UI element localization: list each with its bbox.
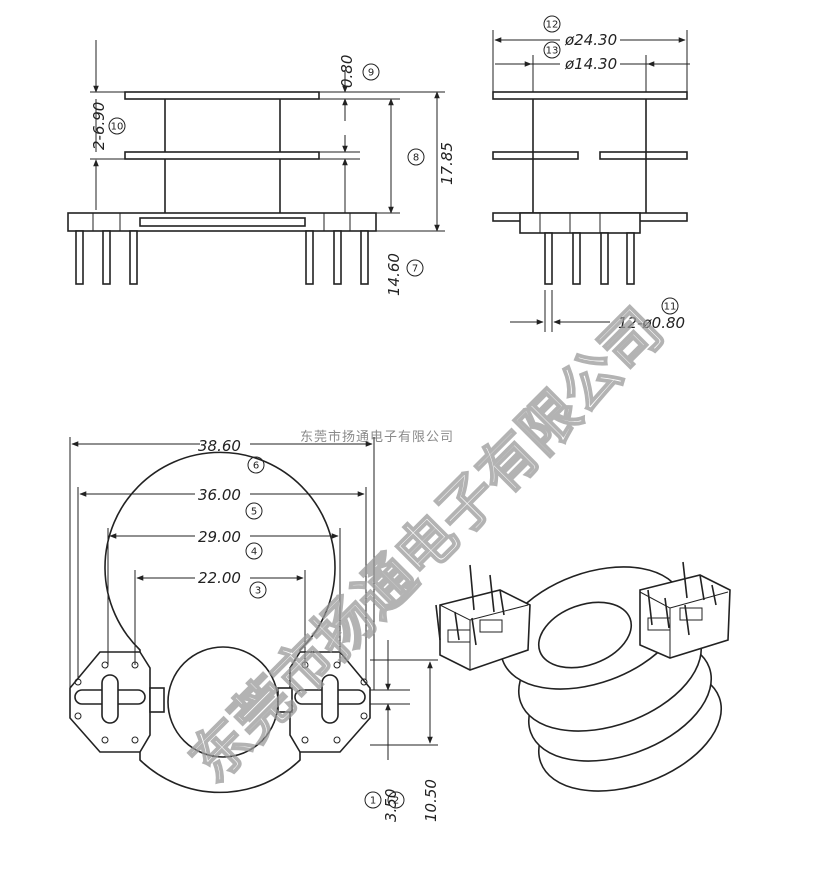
callout-7: 7 bbox=[412, 264, 418, 275]
callout-3: 3 bbox=[255, 586, 261, 597]
top-flange bbox=[124, 91, 320, 100]
dim-3-50: 3.50 bbox=[382, 789, 400, 822]
front-view bbox=[67, 40, 445, 285]
dim-38-60: 38.60 bbox=[198, 437, 241, 455]
isometric-view bbox=[435, 561, 731, 792]
dim-10-50: 10.50 bbox=[422, 779, 440, 822]
dim-12-dia-0-80: 12-ø0.80 bbox=[618, 314, 685, 332]
dim-dia-14-30: ø14.30 bbox=[564, 55, 617, 73]
dim-36-00: 36.00 bbox=[198, 486, 241, 504]
callout-13: 13 bbox=[546, 46, 559, 57]
side-view bbox=[492, 30, 690, 332]
dim-0-80: 0.80 bbox=[338, 55, 356, 88]
dim-2x6-90: 2-6.90 bbox=[90, 102, 108, 150]
callout-4: 4 bbox=[251, 547, 257, 558]
callout-10: 10 bbox=[111, 122, 124, 133]
dim-22-00: 22.00 bbox=[198, 569, 241, 587]
callout-8: 8 bbox=[413, 153, 419, 164]
side-pins bbox=[544, 232, 635, 285]
bottom-view bbox=[69, 437, 438, 794]
dim-14-60: 14.60 bbox=[385, 253, 403, 296]
callout-12: 12 bbox=[546, 20, 559, 31]
dim-dia-24-30: ø24.30 bbox=[564, 31, 617, 49]
dim-29-00: 29.00 bbox=[198, 528, 241, 546]
callout-2: 2 bbox=[393, 796, 399, 807]
dim-17-85: 17.85 bbox=[438, 142, 456, 185]
front-pins bbox=[75, 230, 369, 285]
callout-1: 1 bbox=[370, 796, 376, 807]
middle-flange bbox=[124, 151, 320, 160]
callout-11: 11 bbox=[664, 302, 677, 313]
callout-9: 9 bbox=[368, 68, 374, 79]
watermark-small: 东莞市扬通电子有限公司 bbox=[300, 429, 454, 445]
callout-6: 6 bbox=[253, 461, 259, 472]
callout-5: 5 bbox=[251, 507, 257, 518]
